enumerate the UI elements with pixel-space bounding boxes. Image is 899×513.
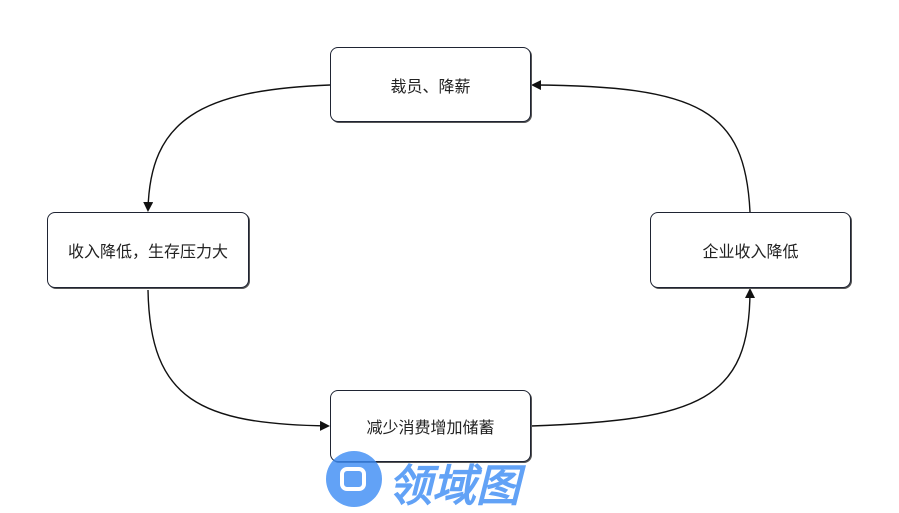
- watermark-logo: 领域图: [326, 451, 526, 511]
- node-income[interactable]: 收入降低，生存压力大: [47, 212, 249, 288]
- edge-savings-to-revenue: [530, 288, 755, 427]
- node-layoffs[interactable]: 裁员、降薪: [330, 47, 531, 122]
- edge-layoffs-to-income: [143, 84, 331, 212]
- node-savings[interactable]: 减少消费增加储蓄: [330, 390, 531, 462]
- edge-income-to-savings: [147, 289, 330, 431]
- svg-text:领域图: 领域图: [388, 461, 526, 511]
- node-revenue[interactable]: 企业收入降低: [650, 212, 851, 288]
- edge-revenue-to-layoffs: [531, 80, 751, 213]
- node-label: 收入降低，生存压力大: [67, 242, 228, 261]
- node-label: 裁员、降薪: [390, 76, 471, 96]
- node-label: 企业收入降低: [702, 242, 799, 261]
- node-label: 减少消费增加储蓄: [366, 418, 495, 437]
